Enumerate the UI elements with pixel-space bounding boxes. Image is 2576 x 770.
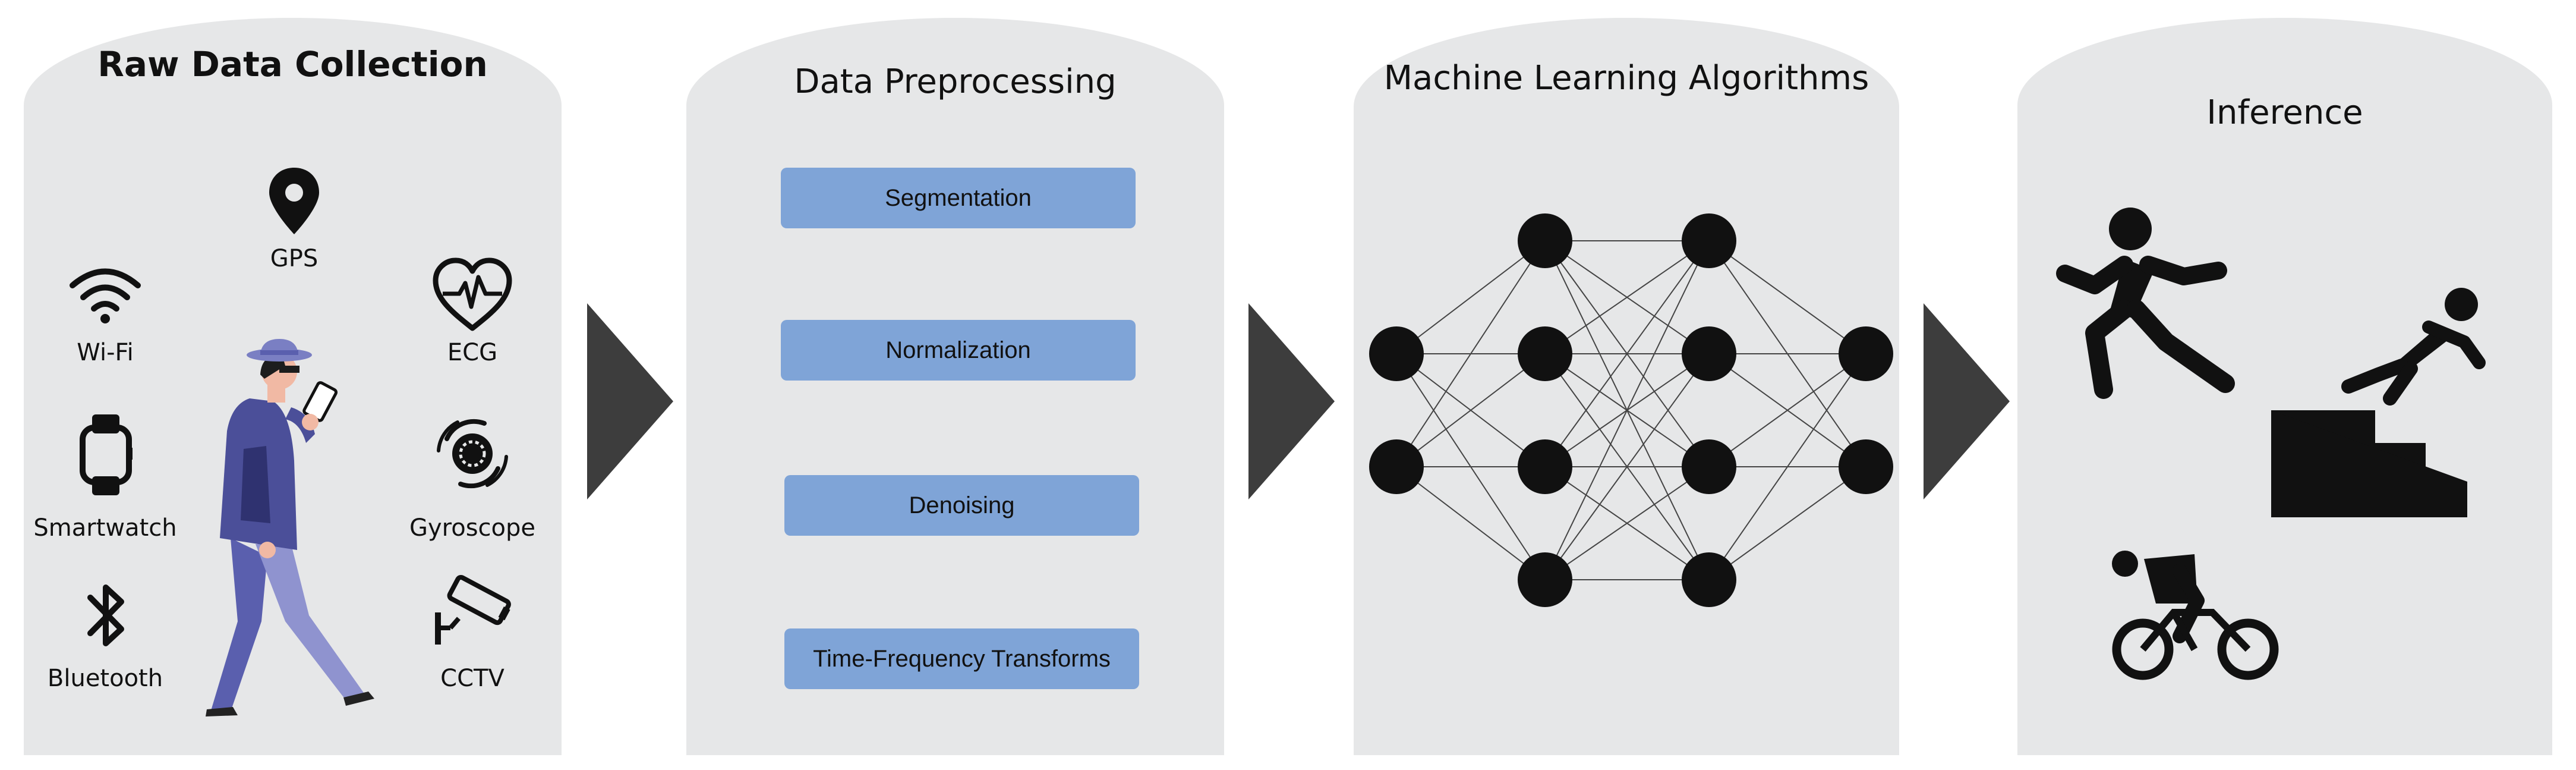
running-person-icon: [2056, 208, 2235, 399]
ml-panel: [1354, 18, 1899, 755]
ecg-heart-icon: [433, 257, 512, 331]
arrow-3-icon: [1924, 303, 2010, 499]
nn-node-layer-0: [1369, 439, 1424, 494]
nn-node-layer-1: [1518, 552, 1572, 607]
cycling-person-icon: [2112, 551, 2279, 680]
gyroscope-label: Gyroscope: [409, 514, 535, 542]
nn-node-layer-3: [1839, 439, 1893, 494]
gps-label: GPS: [270, 245, 319, 272]
arrow-2-icon: [1248, 303, 1335, 499]
preprocessing-title: Data Preprocessing: [794, 62, 1117, 101]
neural-network-diagram: [1369, 213, 1893, 607]
smartwatch-label: Smartwatch: [33, 514, 177, 542]
wifi-icon: [70, 268, 141, 323]
gyroscope-icon: [437, 419, 508, 489]
step-normalization: Normalization: [781, 320, 1136, 381]
nn-connection: [1544, 240, 1710, 467]
nn-connection: [1708, 353, 1866, 467]
nn-connection: [1544, 240, 1710, 580]
nn-connection: [1708, 353, 1866, 580]
inference-title: Inference: [2206, 93, 2363, 132]
ml-title: Machine Learning Algorithms: [1383, 59, 1869, 98]
bluetooth-icon: [87, 584, 124, 646]
step-denoising: Denoising: [784, 475, 1139, 536]
fall-on-stairs-icon: [2271, 288, 2486, 517]
nn-connection: [1544, 240, 1710, 354]
nn-node-layer-1: [1518, 326, 1572, 381]
nn-connection: [1544, 466, 1710, 580]
nn-node-layer-3: [1839, 326, 1893, 381]
location-pin-icon: [269, 168, 319, 234]
nn-connection: [1708, 240, 1866, 354]
nn-node-layer-2: [1682, 552, 1736, 607]
nn-node-layer-2: [1682, 213, 1736, 268]
nn-node-layer-1: [1518, 439, 1572, 494]
bluetooth-label: Bluetooth: [47, 665, 163, 692]
step-time-frequency-transforms: Time-Frequency Transforms: [784, 628, 1139, 689]
wifi-label: Wi-Fi: [77, 339, 134, 366]
nn-connection: [1544, 353, 1710, 580]
nn-connection: [1708, 466, 1866, 580]
raw-data-title: Raw Data Collection: [97, 44, 488, 84]
nn-connection: [1396, 240, 1546, 467]
raw-data-panel: [24, 18, 562, 755]
nn-connection: [1396, 240, 1546, 354]
nn-connection: [1396, 466, 1546, 580]
nn-node-layer-1: [1518, 213, 1572, 268]
cctv-label: CCTV: [440, 665, 505, 692]
cctv-camera-icon: [435, 574, 511, 645]
walking-person-illustration: [206, 339, 374, 716]
ecg-label: ECG: [447, 339, 498, 366]
step-segmentation: Segmentation: [781, 168, 1136, 228]
nn-node-layer-0: [1369, 326, 1424, 381]
smartwatch-icon: [80, 414, 133, 495]
nn-connection: [1396, 353, 1546, 467]
arrow-1-icon: [587, 303, 673, 499]
nn-node-layer-2: [1682, 326, 1736, 381]
nn-node-layer-2: [1682, 439, 1736, 494]
